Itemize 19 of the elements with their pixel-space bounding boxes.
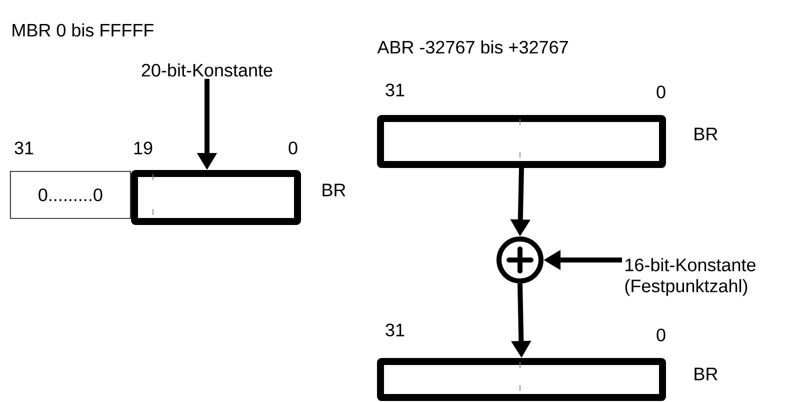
register-box (377, 358, 666, 401)
bit-number: 19 (134, 142, 152, 154)
register-name: BR (694, 128, 718, 140)
register-box (131, 170, 301, 225)
heading: MBR 0 bis FFFFF (12, 23, 154, 37)
heading: ABR -32767 bis +32767 (377, 40, 568, 54)
bit-number: 0 (288, 142, 298, 154)
bit-number: 31 (14, 142, 34, 154)
bit-number: 0 (656, 86, 666, 98)
constant-label: 16-bit-Konstante (Festpunktzahl) (625, 258, 756, 296)
bit-number: 0 (656, 328, 666, 342)
register-box (377, 115, 666, 168)
adder-circle (496, 236, 544, 284)
bit-number: 31 (386, 84, 404, 96)
bit-number: 31 (386, 324, 404, 336)
zero-extension-box: 0.........0 (10, 171, 131, 219)
constant-label: 20-bit-Konstante (142, 63, 272, 77)
register-name: BR (694, 368, 718, 380)
register-name: BR (322, 184, 346, 196)
